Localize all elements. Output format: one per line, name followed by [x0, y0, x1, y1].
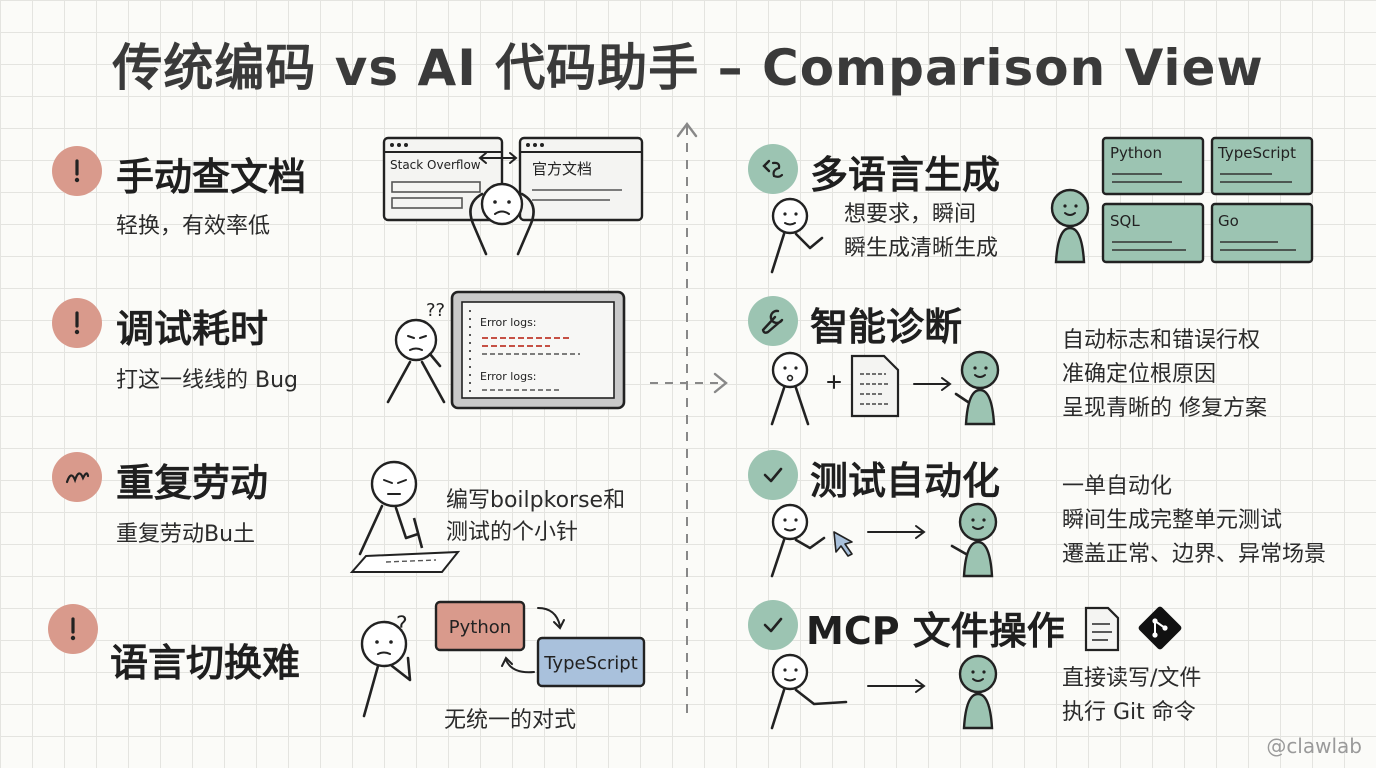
desc-diagnosis-2: 准确定位根原因: [1062, 362, 1217, 387]
exclamation-icon: [52, 298, 102, 348]
question-mark: ?: [396, 613, 408, 638]
official-docs-label: 官方文档: [532, 160, 592, 178]
code-card-go: Go: [1210, 202, 1314, 264]
page-title: 传统编码 vs AI 代码助手 – Comparison View: [112, 39, 1264, 97]
check-icon: [748, 450, 798, 500]
wrench-icon: [748, 296, 798, 346]
heading-repetitive: 重复劳动: [116, 461, 269, 505]
language-switch-sketch: ? Python TypeScript: [360, 600, 646, 718]
document-icon: [850, 354, 900, 418]
error-log-label-1: Error logs:: [480, 316, 537, 329]
card-sql-label: SQL: [1110, 212, 1140, 230]
card-typescript-label: TypeScript: [1217, 144, 1296, 162]
file-icon: [1084, 606, 1120, 652]
check-icon: [748, 600, 798, 650]
debug-sketch: ?? Error logs: Error logs:: [386, 290, 626, 410]
sub-repetitive: 重复劳动Bu土: [116, 522, 256, 547]
mcp-flow: [770, 653, 998, 730]
typescript-tag: TypeScript: [543, 653, 638, 674]
desc-test-1: 一单自动化: [1062, 474, 1173, 499]
note-boilerplate-2: 测试的个小针: [446, 520, 579, 545]
heading-mcp-file-ops: MCP 文件操作: [806, 609, 1065, 653]
desc-test-3: 遷盖正常、边界、异常场景: [1062, 542, 1327, 567]
heading-test-automation: 测试自动化: [810, 459, 1001, 503]
code-card-python: Python: [1101, 136, 1205, 196]
scribble-icon: [52, 452, 102, 502]
watermark: @clawlab: [1266, 734, 1362, 758]
question-marks: ??: [426, 300, 445, 321]
code-card-typescript: TypeScript: [1210, 136, 1314, 196]
person-asking: [770, 197, 824, 274]
center-divider: [650, 122, 728, 718]
desc-test-2: 瞬间生成完整单元测试: [1062, 508, 1283, 533]
docs-sketch: Stack Overflow 官方文档: [382, 136, 644, 256]
card-python-label: Python: [1110, 144, 1162, 162]
desc-multi-language-2: 瞬生成清晰生成: [844, 236, 999, 261]
caption-no-unified: 无统一的对式: [444, 708, 577, 733]
cursor-icon: [833, 531, 853, 557]
stackoverflow-label: Stack Overflow: [390, 158, 481, 172]
note-boilerplate-1: 编写boilpkorse和: [446, 488, 626, 513]
code-card-sql: SQL: [1101, 202, 1205, 264]
test-automation-flow: [770, 502, 998, 578]
desc-multi-language-1: 想要求，瞬间: [844, 202, 977, 227]
desc-diagnosis-1: 自动标志和错误行权: [1062, 328, 1261, 353]
error-log-label-2: Error logs:: [480, 370, 537, 383]
heading-language-switch: 语言切换难: [110, 641, 301, 685]
heading-manual-docs: 手动查文档: [116, 155, 307, 199]
python-tag: Python: [449, 617, 511, 638]
card-go-label: Go: [1218, 212, 1239, 230]
code-cards: Python TypeScript SQL Go: [1101, 136, 1314, 266]
heading-multi-language: 多语言生成: [810, 153, 1001, 197]
ai-assistant-figure: [1050, 188, 1090, 264]
repetitive-sketch: [349, 460, 461, 573]
code-brackets-icon: [748, 144, 798, 194]
desc-mcp-1: 直接读写/文件: [1062, 666, 1202, 691]
sub-debugging: 打这一线线的 Bug: [116, 368, 298, 393]
git-icon: [1138, 606, 1182, 650]
heading-debugging: 调试耗时: [116, 307, 269, 351]
desc-diagnosis-3: 呈现青晰的 修复方案: [1062, 396, 1267, 421]
sub-manual-docs: 轻换，有效率低: [116, 214, 271, 239]
desc-mcp-2: 执行 Git 命令: [1062, 700, 1196, 725]
diagnosis-flow: [770, 350, 1000, 426]
heading-smart-diagnosis: 智能诊断: [810, 305, 963, 349]
exclamation-icon: [48, 604, 98, 654]
exclamation-icon: [52, 146, 102, 196]
